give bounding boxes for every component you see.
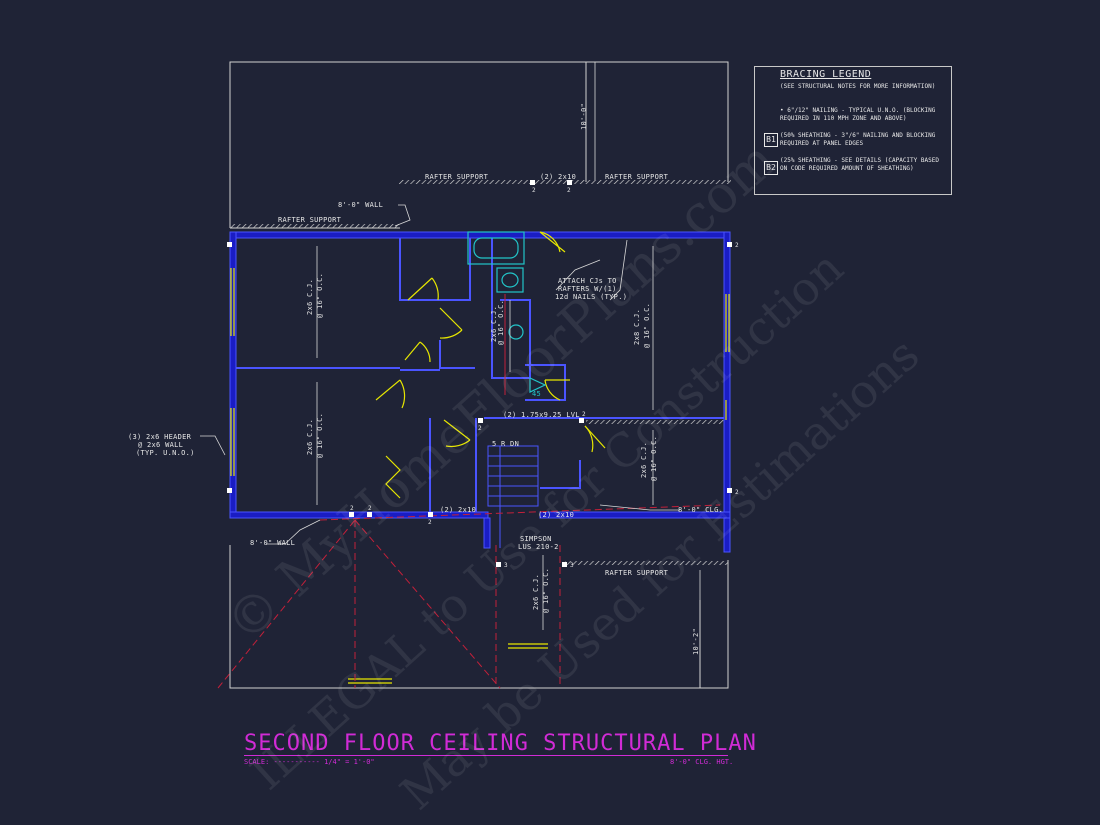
cj-bath-oc: @ 16" O.C. xyxy=(497,300,505,345)
post-tag: 3 xyxy=(504,562,508,569)
legend-title: BRACING LEGEND xyxy=(780,69,872,80)
post-tag: 2 xyxy=(567,187,571,194)
dim-bottom: 10'-2" xyxy=(692,628,700,655)
legend-note: • 6"/12" NAILING - TYPICAL U.N.O. (BLOCK… xyxy=(780,107,936,122)
bracing-legend: BRACING LEGEND (SEE STRUCTURAL NOTES FOR… xyxy=(754,66,952,195)
simpson-line-1: SIMPSON xyxy=(520,535,552,543)
post-tag: 2 xyxy=(735,489,739,496)
cj-porch-oc: @ 16" O.C. xyxy=(542,568,550,613)
legend-item-b1: (50% SHEATHING - 3"/6" NAILING AND BLOCK… xyxy=(780,132,936,147)
cj-left-top-oc: @ 16" O.C. xyxy=(316,273,324,318)
header-line-2: @ 2x6 WALL xyxy=(138,441,183,449)
cj-stair-oc: @ 16" O.C. xyxy=(650,436,658,481)
attach-line-3: 12d NAILS (TYP.) xyxy=(555,293,627,301)
post-tag: 2 xyxy=(368,505,372,512)
up-dn-label: 5 R DN xyxy=(492,440,519,448)
post-tag: 2 xyxy=(582,411,586,418)
ridge-lines xyxy=(217,504,721,689)
tag-45: 45 xyxy=(532,390,541,398)
post-tag: 2 xyxy=(532,187,536,194)
ceiling-height-label: 8'-0" CLG. HGT. xyxy=(670,758,734,766)
posts xyxy=(227,180,732,567)
title-underline xyxy=(244,755,728,756)
simpson-line-2: LUS 210-2 xyxy=(518,543,559,551)
rafter-support-beams xyxy=(230,180,731,565)
drawing-title: SECOND FLOOR CEILING STRUCTURAL PLAN xyxy=(244,731,757,756)
wall-top-label: 8'-0" WALL xyxy=(338,201,383,209)
attach-line-1: ATTACH CJs TO xyxy=(558,277,617,285)
clg-right-label: 8'-0" CLG. xyxy=(678,506,723,514)
rafter-support-mid: RAFTER SUPPORT xyxy=(425,173,489,181)
annotations: RAFTER SUPPORT (2) 2x10 RAFTER SUPPORT R… xyxy=(128,103,739,655)
rafter-support-left: RAFTER SUPPORT xyxy=(278,216,342,224)
lvl-label: (2) 1.75x9.25 LVL xyxy=(503,411,580,419)
dimension-lines xyxy=(200,62,701,688)
bath-fixtures xyxy=(467,231,547,393)
scale-label: SCALE: ----------- 1/4" = 1'-0" xyxy=(244,758,375,766)
dim-top: 10'-0" xyxy=(580,103,588,130)
post-tag: 2 xyxy=(350,505,354,512)
cj-right: 2x8 C.J. xyxy=(633,309,641,345)
post-tag: 2 xyxy=(478,425,482,432)
exterior-walls xyxy=(229,231,731,553)
header-line-1: (3) 2x6 HEADER xyxy=(128,433,192,441)
cj-left-bot: 2x6 C.J. xyxy=(306,419,314,455)
mid-2x10-right: (2) 2x10 xyxy=(538,511,574,519)
cj-stair: 2x6 C.J. xyxy=(640,442,648,478)
cj-left-top: 2x6 C.J. xyxy=(306,279,314,315)
post-tag: 2 xyxy=(428,519,432,526)
cj-bath: 2x6 C.J. xyxy=(490,306,498,342)
legend-badge-b2: B2 xyxy=(764,161,778,175)
header-line-3: (TYP. U.N.O.) xyxy=(136,449,195,457)
post-tag: 2 xyxy=(735,242,739,249)
post-tag: 3 xyxy=(570,562,574,569)
stair xyxy=(487,445,539,548)
top-2x10: (2) 2x10 xyxy=(540,173,576,181)
mid-2x10-left: (2) 2x10 xyxy=(440,506,476,514)
attach-line-2: RAFTERS W/(1) xyxy=(558,285,617,293)
rafter-support-bottom: RAFTER SUPPORT xyxy=(605,569,669,577)
cj-porch: 2x6 C.J. xyxy=(532,574,540,610)
wall-bottom-label: 8'-0" WALL xyxy=(250,539,295,547)
cj-left-bot-oc: @ 16" O.C. xyxy=(316,413,324,458)
doors xyxy=(375,231,606,499)
legend-subtitle: (SEE STRUCTURAL NOTES FOR MORE INFORMATI… xyxy=(780,83,936,90)
rafter-support-right: RAFTER SUPPORT xyxy=(605,173,669,181)
interior-walls xyxy=(236,238,724,512)
cj-right-oc: @ 16" O.C. xyxy=(643,303,651,348)
legend-badge-b1: B1 xyxy=(764,133,778,147)
legend-item-b2: (25% SHEATHING - SEE DETAILS (CAPACITY B… xyxy=(780,157,939,172)
